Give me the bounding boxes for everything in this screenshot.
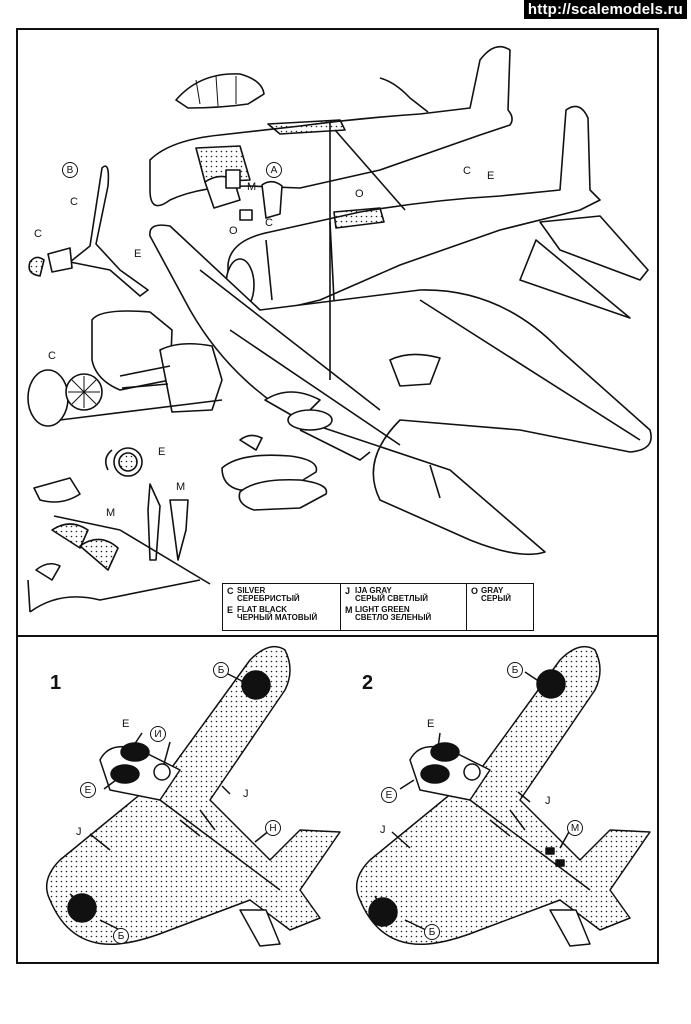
scheme2-callout-engine-lower: E <box>381 787 397 803</box>
scheme1-callout-wing-left: J <box>76 826 82 838</box>
callout-m-door: M <box>106 507 116 519</box>
callout-m-cockpit: M <box>247 181 257 193</box>
callout-e-tail: E <box>487 170 495 182</box>
stabilizer <box>539 215 649 281</box>
scheme2-callout-bottom-marking: Б <box>424 924 440 940</box>
scheme1-callout-top-marking: Б <box>213 662 229 678</box>
callout-o-fuselage: O <box>355 188 364 200</box>
section-divider <box>16 635 659 637</box>
watermark: http://scalemodels.ru <box>523 0 687 19</box>
scheme2-callout-top-marking: Б <box>507 662 523 678</box>
callout-e-prop: E <box>134 248 142 260</box>
scheme2-plane <box>355 645 651 947</box>
propeller <box>69 165 149 297</box>
callout-e-wheel: E <box>158 446 166 458</box>
callout-c-tail: C <box>463 165 471 177</box>
scheme2-callout-fuselage: М <box>567 820 583 836</box>
scheme-number-1: 1 <box>50 672 62 694</box>
callout-m-gear: M <box>176 481 186 493</box>
callout-a: A <box>266 162 282 178</box>
callout-o-cockpit: O <box>229 225 238 237</box>
callout-c-spinner: C <box>34 228 42 240</box>
scheme1-callout-fuselage: Н <box>265 820 281 836</box>
scheme1-callout-engine-upper: E <box>122 718 130 730</box>
scheme1-callout-engine-lower: E <box>80 782 96 798</box>
scheme-number-2: 2 <box>362 672 374 694</box>
scheme1-callout-wing: J <box>243 788 249 800</box>
scheme1-callout-bottom-marking: Б <box>113 928 129 944</box>
scheme1-plane <box>45 645 341 947</box>
scheme2-callout-engine-upper: E <box>427 718 435 730</box>
callout-c-cockpit: C <box>265 217 273 229</box>
callout-c-engine: C <box>48 350 56 362</box>
canopy-part <box>175 73 265 109</box>
scheme2-callout-wing: J <box>545 795 551 807</box>
callout-b: B <box>62 162 78 178</box>
scheme1-callout-nacelle: И <box>150 726 166 742</box>
instruction-frame <box>16 28 659 964</box>
scheme2-callout-wing-left: J <box>380 824 386 836</box>
callout-c-prop: C <box>70 196 78 208</box>
